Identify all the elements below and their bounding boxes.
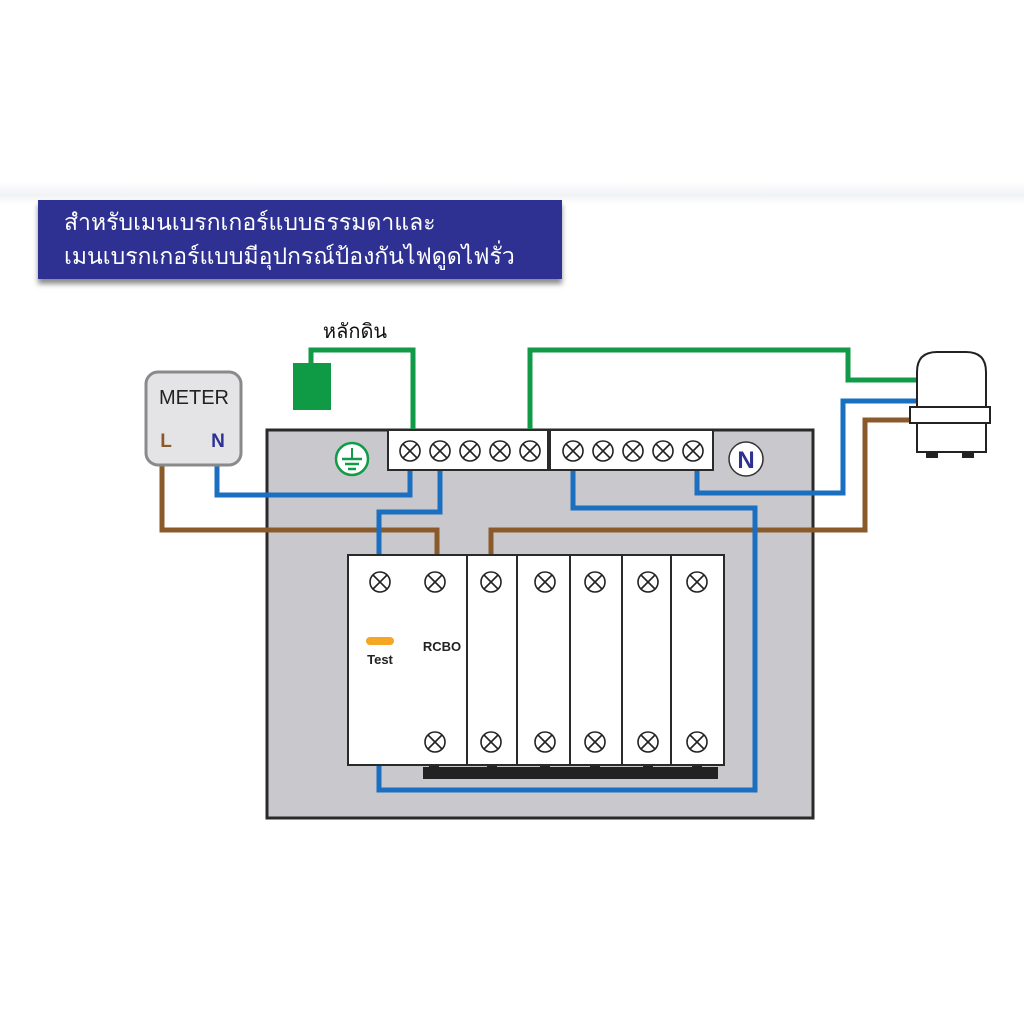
- neutral-symbol-label: N: [737, 447, 754, 474]
- neutral-wire-rcbo-in: [376, 468, 443, 555]
- line-wire-meter: [159, 465, 440, 555]
- rcbo-label: RCBO: [423, 639, 461, 654]
- branch-breaker-4: [621, 554, 672, 766]
- ground-rod-label: หลักดิน: [323, 321, 388, 343]
- meter-neutral-label: N: [211, 431, 225, 452]
- branch-breaker-1: [466, 554, 518, 766]
- branch-breaker-2: [516, 554, 571, 766]
- title-line-1: สำหรับเมนเบรกเกอร์แบบธรรมดาและ: [64, 209, 436, 235]
- ground-rod-icon: [293, 363, 331, 410]
- line-wire-appliance: [488, 417, 912, 555]
- neutral-terminal-strip: [549, 429, 714, 471]
- title-banner: สำหรับเมนเบรกเกอร์แบบธรรมดาและ เมนเบรกเก…: [38, 200, 562, 279]
- neutral-wire-appliance: [694, 398, 917, 496]
- meter-line-label: L: [160, 431, 172, 452]
- earth-symbol-icon: [334, 441, 370, 477]
- earth-wire-appliance: [527, 347, 917, 432]
- neutral-symbol-icon: N: [728, 441, 764, 477]
- branch-breaker-3: [569, 554, 623, 766]
- rcbo-main-breaker: Test RCBO: [347, 554, 468, 766]
- meter-label: METER: [159, 387, 229, 409]
- title-line-2: เมนเบรกเกอร์แบบมีอุปกรณ์ป้องกันไฟดูดไฟรั…: [64, 243, 515, 269]
- meter: METER L N: [144, 370, 243, 467]
- earth-wire-rod: [308, 347, 416, 432]
- neutral-wire-meter: [214, 465, 413, 498]
- earth-terminal-strip: [387, 429, 549, 471]
- header-band: [0, 182, 1024, 204]
- neutral-wire-rcbo-out: [376, 468, 758, 793]
- appliance-icon: [909, 351, 991, 458]
- test-button[interactable]: [366, 637, 394, 645]
- test-label: Test: [367, 652, 393, 667]
- branch-breaker-5: [670, 554, 725, 766]
